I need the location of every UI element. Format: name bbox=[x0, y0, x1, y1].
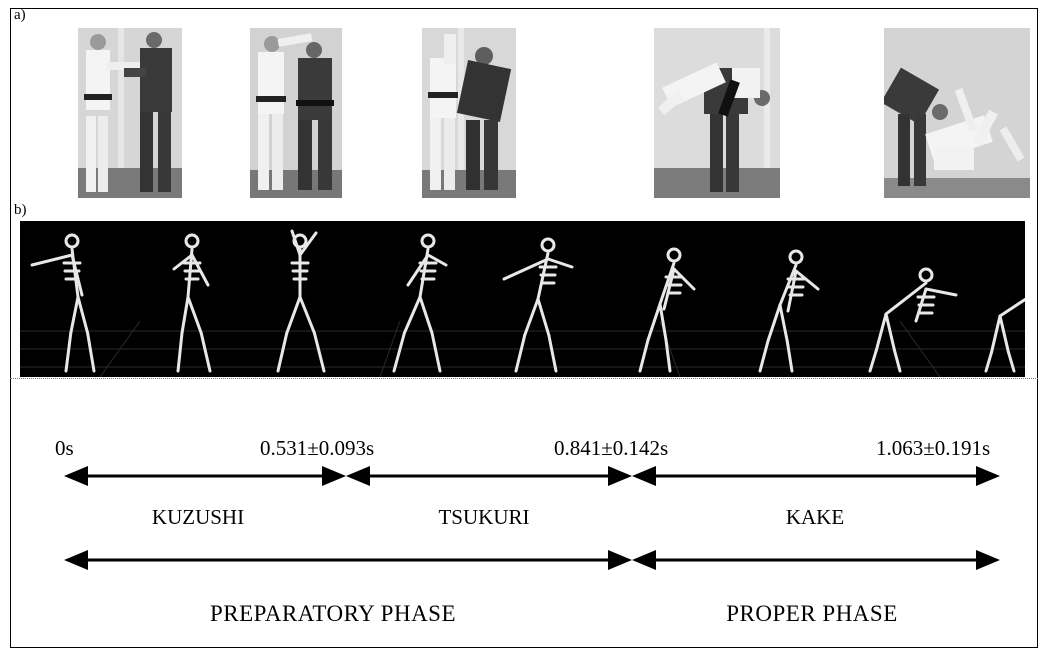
skeleton-bone bbox=[86, 331, 96, 373]
skeleton-bone bbox=[646, 302, 662, 342]
skeleton-bone bbox=[69, 295, 80, 335]
skeleton-bone bbox=[924, 287, 958, 297]
skeleton-bone bbox=[1006, 350, 1016, 373]
skeleton-bone bbox=[64, 331, 73, 373]
skeleton-bone bbox=[298, 295, 316, 335]
superphase-label-proper: PROPER PHASE bbox=[726, 601, 898, 626]
skeleton-bone bbox=[868, 348, 878, 373]
phase-arrow-tsukuri bbox=[346, 466, 632, 486]
skeleton-bone bbox=[176, 331, 184, 373]
skeleton-bone bbox=[180, 295, 190, 335]
skeleton-bone bbox=[536, 297, 551, 337]
skeleton-bone bbox=[766, 303, 782, 343]
time-label-2: 0.841±0.142s bbox=[554, 436, 668, 460]
superphase-arrow-preparatory bbox=[64, 550, 632, 570]
skeleton-figure-6 bbox=[638, 247, 696, 373]
skeleton-bone bbox=[998, 314, 1010, 354]
skeleton-bone bbox=[984, 350, 994, 373]
skeleton-bone bbox=[547, 333, 558, 373]
superphase-label-preparatory: PREPARATORY PHASE bbox=[210, 601, 456, 626]
skeleton-bone bbox=[418, 295, 434, 335]
skeleton-figure-4 bbox=[392, 233, 448, 373]
time-label-1: 0.531±0.093s bbox=[260, 436, 374, 460]
skeleton-head bbox=[64, 233, 80, 249]
skeleton-bone bbox=[276, 331, 289, 373]
photo-judo-throw-lift bbox=[654, 28, 780, 198]
skeleton-bone bbox=[892, 348, 902, 373]
skeleton-bone bbox=[30, 253, 74, 267]
photo-judo-grip bbox=[78, 28, 182, 198]
skeleton-figure-9 bbox=[984, 297, 1025, 373]
skeleton-bone bbox=[426, 253, 448, 267]
skeleton-head bbox=[540, 237, 556, 253]
skeleton-figure-5 bbox=[502, 237, 574, 373]
skeleton-bone bbox=[884, 281, 928, 316]
phase-timeline: 0s 0.531±0.093s 0.841±0.142s 1.063±0.191… bbox=[55, 436, 1000, 626]
skeleton-bone bbox=[998, 297, 1025, 318]
skeleton-bone bbox=[546, 257, 574, 269]
skeleton-bone bbox=[186, 295, 203, 335]
skeleton-head bbox=[420, 233, 436, 249]
photo-judo-arm-raise bbox=[250, 28, 342, 198]
skeleton-bone bbox=[514, 333, 527, 373]
skeleton-bone bbox=[658, 302, 668, 342]
phase-label-tsukuri: TSUKURI bbox=[438, 505, 529, 529]
divider-dotted bbox=[10, 378, 1038, 379]
skeleton-figure-7 bbox=[758, 249, 820, 373]
skeleton-bone bbox=[758, 339, 770, 373]
panel-label-b: b) bbox=[14, 202, 27, 218]
skeleton-bone bbox=[523, 297, 540, 337]
skeleton-bone bbox=[672, 267, 696, 291]
skeleton-head bbox=[666, 247, 682, 263]
panel-label-a: a) bbox=[14, 7, 26, 23]
photo-judo-landing bbox=[884, 28, 1030, 198]
phase-label-kake: KAKE bbox=[786, 505, 844, 529]
skeleton-bone bbox=[785, 339, 794, 373]
time-label-3: 1.063±0.191s bbox=[876, 436, 990, 460]
phase-arrow-kake bbox=[632, 466, 1000, 486]
superphase-arrow-proper bbox=[632, 550, 1000, 570]
skeleton-bone bbox=[76, 295, 90, 335]
skeleton-bone bbox=[502, 257, 550, 281]
skeleton-head bbox=[184, 233, 200, 249]
skeleton-bone bbox=[199, 331, 212, 373]
skeleton-bone bbox=[794, 269, 820, 291]
skeleton-bone bbox=[664, 338, 672, 373]
skeleton-head bbox=[918, 267, 934, 283]
skeleton-bone bbox=[638, 338, 650, 373]
skeleton-figure-2 bbox=[172, 233, 212, 373]
skeleton-bone bbox=[778, 303, 789, 343]
photo-judo-entry bbox=[422, 28, 516, 198]
phase-label-kuzushi: KUZUSHI bbox=[152, 505, 244, 529]
skeleton-figure-8 bbox=[868, 267, 958, 373]
skeleton-bone bbox=[884, 312, 896, 352]
skeleton-bone bbox=[312, 331, 326, 373]
skeleton-figure-3 bbox=[276, 229, 326, 373]
skeleton-sequence-strip bbox=[20, 221, 1025, 377]
skeleton-bone bbox=[392, 331, 406, 373]
time-label-0: 0s bbox=[55, 436, 74, 460]
skeleton-bone bbox=[298, 231, 318, 257]
skeleton-bone bbox=[430, 331, 442, 373]
skeleton-figure-1 bbox=[30, 233, 96, 373]
skeleton-bone bbox=[290, 229, 302, 257]
phase-arrow-kuzushi bbox=[64, 466, 346, 486]
skeleton-head bbox=[788, 249, 804, 265]
skeleton-bone bbox=[778, 263, 798, 307]
skeleton-bone bbox=[874, 312, 888, 352]
skeleton-bone bbox=[285, 295, 302, 335]
skeleton-bone bbox=[406, 253, 430, 287]
skeleton-bone bbox=[990, 314, 1002, 354]
skeleton-bone bbox=[402, 295, 422, 335]
